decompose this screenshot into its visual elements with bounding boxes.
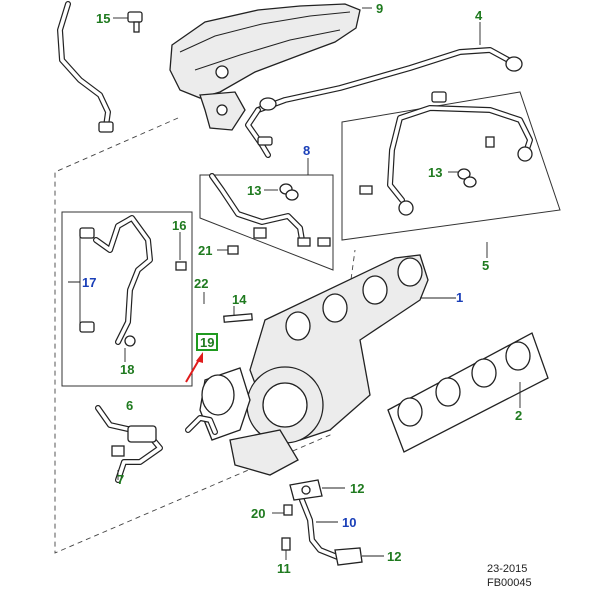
callout-13a: 13 [247, 183, 261, 198]
kit-box-5 [341, 91, 561, 241]
manifold-gasket-part-2 [387, 332, 549, 453]
callout-14: 14 [232, 292, 247, 307]
hose-part-7 [95, 405, 218, 483]
callout-2: 2 [515, 408, 522, 423]
drain-pipe-part-10 [281, 479, 363, 566]
kit-box-6 [61, 211, 193, 387]
callout-12b: 12 [387, 549, 401, 564]
heat-shield-part-9 [169, 3, 361, 131]
callout-9: 9 [376, 1, 383, 16]
callout-10: 10 [342, 515, 356, 530]
callout-16: 16 [172, 218, 186, 233]
callout-15: 15 [96, 11, 110, 26]
callout-7: 7 [117, 472, 124, 487]
diagram-date: 23-2015 [487, 563, 528, 575]
turbo-manifold-part-1 [199, 254, 429, 476]
bolt-part-15 [127, 11, 143, 33]
callout-18: 18 [120, 362, 134, 377]
callout-22: 22 [194, 276, 208, 291]
oil-pipe-kit-8 [209, 173, 331, 255]
water-pipe-kit-6 [79, 215, 187, 347]
callout-1: 1 [456, 290, 463, 305]
callout-11: 11 [277, 561, 291, 576]
callout-13b: 13 [428, 165, 442, 180]
callout-8: 8 [303, 143, 310, 158]
highlight-box-19 [196, 333, 218, 351]
callout-6: 6 [126, 398, 133, 413]
callout-12a: 12 [350, 481, 364, 496]
coolant-pipe-part-4 [245, 47, 523, 158]
callout-5: 5 [482, 258, 489, 273]
callout-21: 21 [198, 243, 212, 258]
callout-19: 19 [200, 335, 214, 350]
oil-pipe-kit-5 [359, 91, 533, 216]
diagram-code: FB00045 [487, 577, 532, 589]
highlight-arrow [185, 352, 203, 383]
kit-box-8 [199, 174, 334, 271]
sensor-pipe-top-left [57, 1, 114, 133]
callout-17: 17 [82, 275, 96, 290]
callout-20: 20 [251, 506, 265, 521]
callout-4: 4 [475, 8, 483, 23]
